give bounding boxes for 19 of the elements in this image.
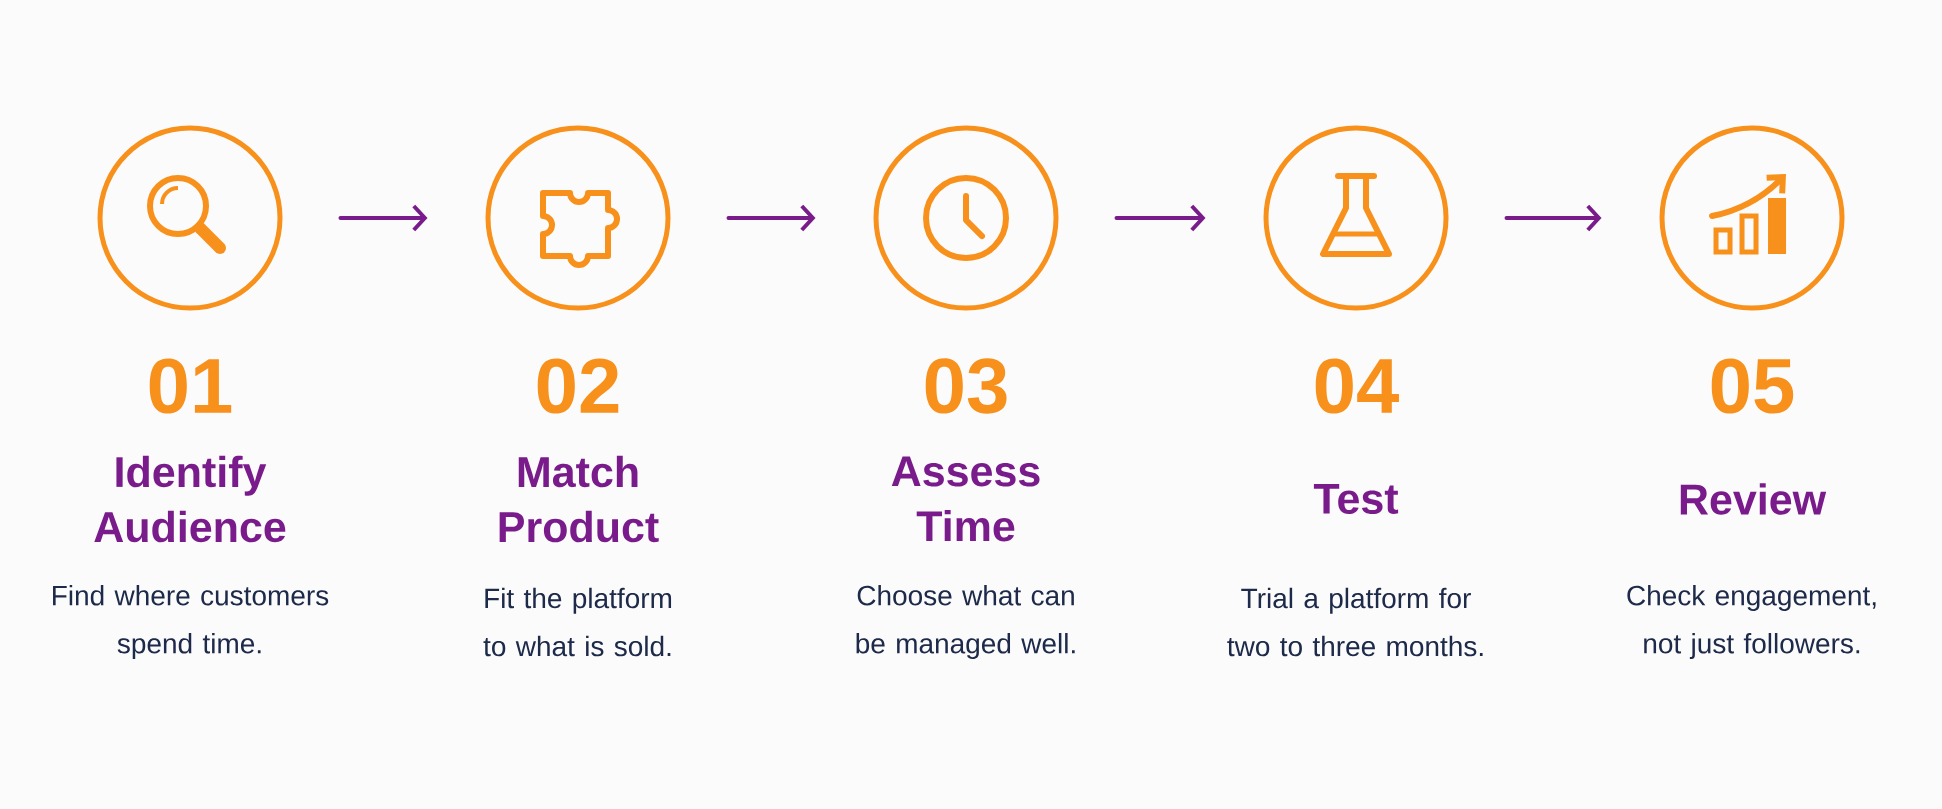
step-number: 04 [1315, 358, 1399, 414]
step-title: Identify Audience [94, 455, 286, 543]
arrow [338, 204, 428, 232]
arrow [726, 204, 816, 232]
arrow [1114, 204, 1206, 232]
step-title: Test [1313, 484, 1399, 514]
arrow [1504, 204, 1602, 232]
step-title: Assess Time [891, 456, 1040, 542]
step-description: Choose what can be managed well. [856, 584, 1075, 660]
step-number: 01 [149, 358, 232, 414]
step-number: 02 [537, 358, 619, 414]
step-description: Find where customers spend time. [53, 584, 329, 660]
step-description: Trial a platform for two to three months. [1227, 587, 1483, 657]
step-description: Fit the platform to what is sold. [483, 587, 672, 657]
step-number: 05 [1711, 358, 1794, 414]
step-description: Check engagement, not just followers. [1627, 584, 1876, 660]
step-title: Review [1680, 483, 1827, 515]
step-title: Match Product [499, 455, 659, 543]
step-number: 03 [925, 358, 1007, 414]
